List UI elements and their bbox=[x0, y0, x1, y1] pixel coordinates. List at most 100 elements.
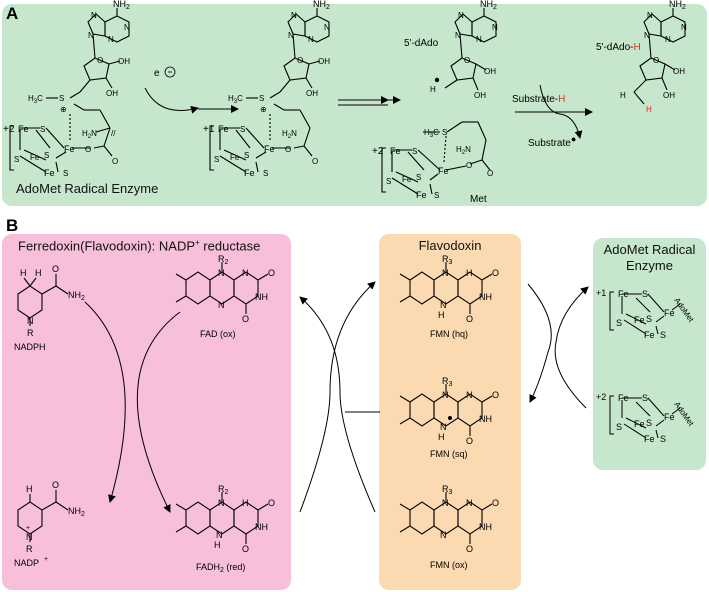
svg-text:NH2: NH2 bbox=[113, 0, 130, 11]
svg-text:S: S bbox=[244, 151, 249, 160]
adomet-title-line1: AdoMet Radical bbox=[603, 242, 696, 257]
panel-a-scheme: NH2 N N N N OH OH O S H3C ⊕ H2N // O O F… bbox=[3, 0, 687, 205]
svg-text:S: S bbox=[642, 393, 648, 403]
electron-icon bbox=[164, 66, 176, 78]
svg-text:N: N bbox=[91, 11, 97, 20]
fmn-sq-label: FMN (sq) bbox=[430, 449, 468, 459]
svg-text:N: N bbox=[288, 31, 294, 40]
svg-text:O: O bbox=[653, 56, 659, 65]
svg-text:Fe: Fe bbox=[244, 168, 255, 178]
substrate-h-label: Substrate-H bbox=[512, 94, 565, 105]
svg-text:+: + bbox=[26, 525, 30, 532]
adomet-cluster-b-plus2 bbox=[609, 395, 681, 439]
svg-text:R3: R3 bbox=[442, 484, 453, 496]
fnr-title-sup: + bbox=[195, 238, 200, 247]
nadp-structure bbox=[17, 490, 69, 542]
substrate-h-prefix: Substrate- bbox=[512, 94, 559, 105]
svg-text:N: N bbox=[124, 23, 130, 32]
svg-text:OH: OH bbox=[118, 57, 130, 66]
svg-text:S: S bbox=[386, 177, 391, 186]
svg-text:S: S bbox=[59, 94, 64, 103]
svg-text:Fe: Fe bbox=[664, 412, 675, 422]
dado-h-label-prefix: 5'-dAdo- bbox=[596, 42, 634, 53]
fnr-arrow-fad-to-fadh2 bbox=[136, 311, 181, 513]
svg-text:NH: NH bbox=[479, 292, 492, 302]
svg-text:N: N bbox=[324, 23, 330, 32]
svg-text:O: O bbox=[285, 145, 291, 154]
fmn-ox-structure bbox=[399, 492, 493, 544]
fadh2-structure bbox=[175, 492, 269, 544]
svg-text:N: N bbox=[644, 31, 650, 40]
svg-text:S: S bbox=[660, 434, 666, 444]
svg-text:Fe: Fe bbox=[218, 124, 229, 134]
svg-text:S: S bbox=[63, 169, 68, 178]
svg-text:N: N bbox=[218, 498, 225, 508]
svg-text:H3C: H3C bbox=[28, 94, 43, 105]
svg-text://: // bbox=[111, 129, 116, 138]
dado-radical bbox=[444, 8, 497, 91]
met-label: Met bbox=[470, 194, 487, 205]
fnr-arrow-nadph-to-nadp bbox=[84, 301, 126, 503]
substrate-radical-label: Substrate● bbox=[528, 134, 577, 149]
svg-text:OH: OH bbox=[474, 91, 486, 100]
svg-text:N: N bbox=[26, 532, 33, 542]
svg-text:OH: OH bbox=[318, 57, 330, 66]
svg-text:Fe: Fe bbox=[44, 168, 55, 178]
svg-text:OH: OH bbox=[663, 91, 675, 100]
svg-text:H: H bbox=[430, 85, 436, 94]
svg-text:S: S bbox=[240, 125, 245, 134]
svg-text:OH: OH bbox=[673, 67, 685, 76]
svg-text:NH: NH bbox=[255, 292, 268, 302]
svg-text:S: S bbox=[14, 155, 19, 164]
svg-text:R3: R3 bbox=[442, 254, 453, 266]
svg-text:S: S bbox=[412, 147, 417, 156]
nadph-label: NADPH bbox=[14, 342, 46, 352]
svg-text:S: S bbox=[214, 155, 219, 164]
svg-text:Fe: Fe bbox=[438, 166, 449, 176]
svg-text:O: O bbox=[242, 544, 249, 554]
svg-text:O: O bbox=[242, 314, 249, 324]
svg-text:S: S bbox=[263, 169, 268, 178]
svg-text:S: S bbox=[616, 422, 622, 432]
svg-text:NH: NH bbox=[255, 522, 268, 532]
electron-arrow bbox=[144, 87, 199, 114]
svg-text:S: S bbox=[642, 289, 648, 299]
svg-text:NH2: NH2 bbox=[68, 290, 85, 302]
svg-text:H2N: H2N bbox=[456, 145, 471, 156]
adomet-title-line2: Enzyme bbox=[626, 258, 673, 273]
svg-text:N: N bbox=[218, 268, 225, 278]
svg-text:O: O bbox=[52, 264, 59, 274]
svg-text:N: N bbox=[458, 11, 464, 20]
svg-text:NH2: NH2 bbox=[669, 0, 686, 11]
svg-text:OH: OH bbox=[106, 89, 118, 98]
ox-state-plus2: +2 bbox=[3, 124, 15, 135]
svg-text:NH: NH bbox=[479, 522, 492, 532]
svg-text:N: N bbox=[492, 23, 498, 32]
panel-b-scheme: O NH2 N R H H NADPH H O NH2 N + R NADP + bbox=[14, 254, 696, 574]
panel-a-title: AdoMet Radical Enzyme bbox=[16, 181, 159, 196]
svg-text:NH2: NH2 bbox=[313, 0, 330, 11]
substrate-radical-text: Substrate bbox=[528, 138, 571, 149]
svg-text:O: O bbox=[492, 390, 499, 400]
svg-text:S: S bbox=[616, 318, 622, 328]
fnr-title-text: Ferredoxin(Flavodoxin): NADP bbox=[18, 238, 196, 254]
svg-text:N: N bbox=[291, 11, 297, 20]
nadph-structure bbox=[17, 274, 69, 326]
svg-text:OH: OH bbox=[306, 89, 318, 98]
svg-text:S: S bbox=[434, 191, 439, 200]
svg-text:R: R bbox=[26, 544, 33, 554]
fnr-title-end: reductase bbox=[199, 238, 261, 254]
svg-text:O: O bbox=[466, 314, 473, 324]
svg-text:⊕: ⊕ bbox=[260, 105, 267, 114]
svg-text:S: S bbox=[40, 125, 45, 134]
svg-text:e: e bbox=[154, 68, 160, 79]
svg-text:S: S bbox=[44, 151, 49, 160]
svg-text:NH2: NH2 bbox=[480, 0, 497, 11]
svg-text:N: N bbox=[242, 268, 249, 278]
svg-text:N: N bbox=[108, 35, 114, 44]
svg-text:N: N bbox=[466, 498, 473, 508]
svg-text:O: O bbox=[492, 498, 499, 508]
svg-text:Fe: Fe bbox=[264, 144, 275, 154]
fmn-hq-label: FMN (hq) bbox=[430, 329, 468, 339]
svg-text:N: N bbox=[218, 300, 225, 310]
